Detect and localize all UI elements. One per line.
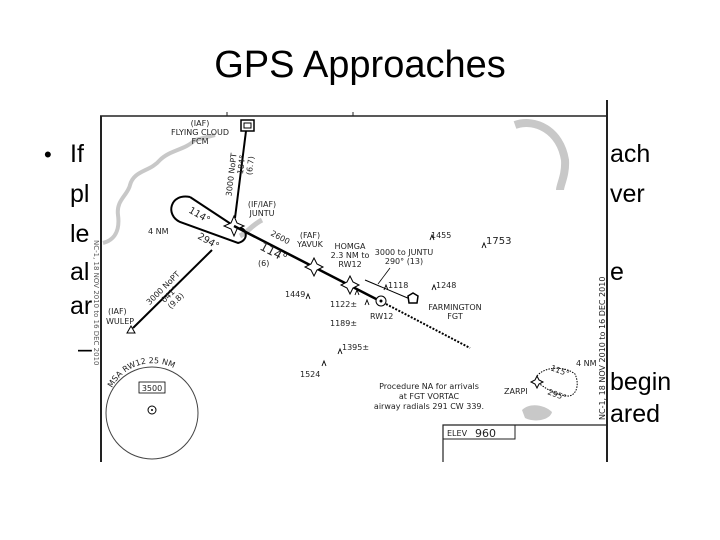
zarpi-label: ZARPI xyxy=(504,387,528,396)
route-label: 290° (13) xyxy=(385,257,423,266)
holding-inbound-leg xyxy=(189,196,235,227)
amendment-date-left: NC-1, 18 NOV 2010 to 16 DEC 2010 xyxy=(92,240,100,366)
chart-background xyxy=(100,100,608,462)
fcm-navaid-icon-inner xyxy=(243,122,252,129)
obstacle-elevations: 1455 1753 1118 1248 1449 1122± 1189± 139… xyxy=(285,231,511,379)
fcm-label: FCM xyxy=(191,137,208,146)
river-shape xyxy=(513,119,570,191)
yavuk-label: (FAF) xyxy=(300,231,320,240)
elevation-label: 1455 xyxy=(431,231,451,240)
body-text-fragment: ach xyxy=(610,140,651,168)
procedure-note: at FGT VORTAC xyxy=(399,392,460,401)
wulep-route xyxy=(132,249,213,329)
body-text-fragment: al xyxy=(70,258,90,286)
wulep-fix-icon xyxy=(126,324,136,334)
msa-altitude-box xyxy=(138,381,166,394)
fgt-label: FGT xyxy=(447,312,463,321)
river-shape xyxy=(102,133,216,245)
fcm-label: (IAF) xyxy=(191,119,210,128)
elevation-label: 1524 xyxy=(300,370,320,379)
homga-fix-icon xyxy=(339,274,361,296)
procedure-note: Procedure NA for arrivals xyxy=(379,382,479,391)
route-label: 184° xyxy=(236,154,247,174)
body-text-fragment: le xyxy=(70,220,90,248)
rw12-waypoint-dot xyxy=(379,299,383,303)
body-text-fragment: ared xyxy=(610,400,661,428)
airport-icon-dot xyxy=(151,409,153,411)
yavuk-label: YAVUK xyxy=(296,240,324,249)
elevation-label: 1118 xyxy=(388,281,408,290)
wulep-label: (IAF) xyxy=(108,307,127,316)
msa-altitude: 3500 xyxy=(142,384,162,393)
zarpi-fix-icon xyxy=(529,374,545,390)
homga-label: RW12 xyxy=(338,260,361,269)
rw12-label: RW12 xyxy=(370,312,393,321)
sub-bullet-icon: – xyxy=(78,335,92,363)
body-text-fragment: begin xyxy=(610,368,672,396)
airport-icon xyxy=(147,405,157,415)
body-text-fragment: ver xyxy=(610,180,645,208)
slide-title: GPS Approaches xyxy=(214,44,506,86)
elevation-label: 1449 xyxy=(285,290,305,299)
missed-approach-path xyxy=(385,303,471,349)
wulep-label: WULEP xyxy=(106,317,134,326)
homga-label: HOMGA xyxy=(335,242,366,251)
fcm-label: FLYING CLOUD xyxy=(171,128,229,137)
body-text-fragment: e xyxy=(610,258,624,286)
elevation-label: 1395± xyxy=(342,343,369,352)
juntu-label: JUNTU xyxy=(249,209,275,218)
elevation-label: 1122± xyxy=(330,300,357,309)
elev-box xyxy=(442,424,607,462)
elev-value: 960 xyxy=(475,427,496,440)
final-approach-course xyxy=(233,224,383,304)
lake-shape xyxy=(238,217,264,239)
route-label: (6.7) xyxy=(245,156,256,176)
procedure-note: airway radials 291 CW 339. xyxy=(374,402,484,411)
route-label: 3000 to JUNTU xyxy=(375,248,434,257)
route-label: (6) xyxy=(258,259,269,268)
fgt-vortac-icon xyxy=(407,292,419,304)
body-text-fragment: ar xyxy=(70,292,93,320)
amendment-date: NC-1, 18 NOV 2010 to 16 DEC 2010 xyxy=(598,277,607,420)
homga-label: 2.3 NM to xyxy=(331,251,370,260)
elev-label: ELEV xyxy=(447,429,468,438)
obstacle-icons xyxy=(305,233,487,367)
elevation-label: 1189± xyxy=(330,319,357,328)
body-text-fragment: pl xyxy=(70,180,90,208)
fcm-route xyxy=(234,130,247,219)
hold-length: 4 NM xyxy=(576,359,597,368)
elevation-label: 1753 xyxy=(486,236,511,247)
fgt-label: FARMINGTON xyxy=(428,303,481,312)
bullet-icon: • xyxy=(44,142,52,167)
hold-length: 4 NM xyxy=(148,227,169,236)
leader-line xyxy=(377,267,391,285)
lake-shape xyxy=(522,405,552,421)
elev-box-inner xyxy=(443,425,516,440)
zarpi-holding-pattern xyxy=(536,367,578,397)
body-text-fragment: If xyxy=(70,140,84,168)
msa-circle xyxy=(105,366,199,460)
elevation-label: 1248 xyxy=(436,281,456,290)
juntu-label: (IF/IAF) xyxy=(248,200,276,209)
fcm-navaid-icon xyxy=(240,119,255,132)
yavuk-fix-icon xyxy=(303,256,325,278)
